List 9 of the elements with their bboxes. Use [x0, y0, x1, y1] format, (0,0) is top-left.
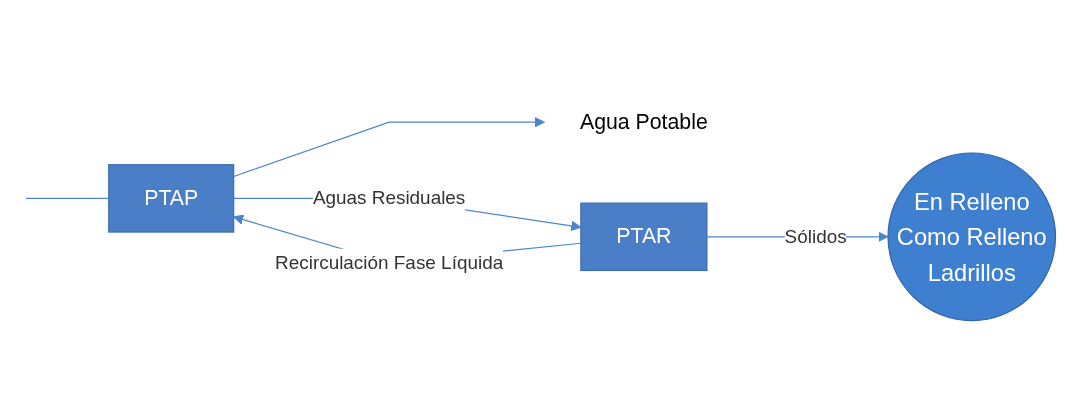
edge-label: Sólidos	[784, 226, 847, 247]
node-text: Agua Potable	[580, 109, 708, 134]
node-box: PTAR	[580, 202, 708, 272]
arrow	[233, 116, 545, 178]
connector	[25, 197, 110, 199]
node-circle: En Relleno Como Relleno Ladrillos	[887, 152, 1057, 322]
node-box: PTAP	[108, 164, 235, 233]
edge-label: Recirculación Fase Líquida	[275, 252, 504, 273]
edge-label: Aguas Residuales	[312, 187, 466, 208]
